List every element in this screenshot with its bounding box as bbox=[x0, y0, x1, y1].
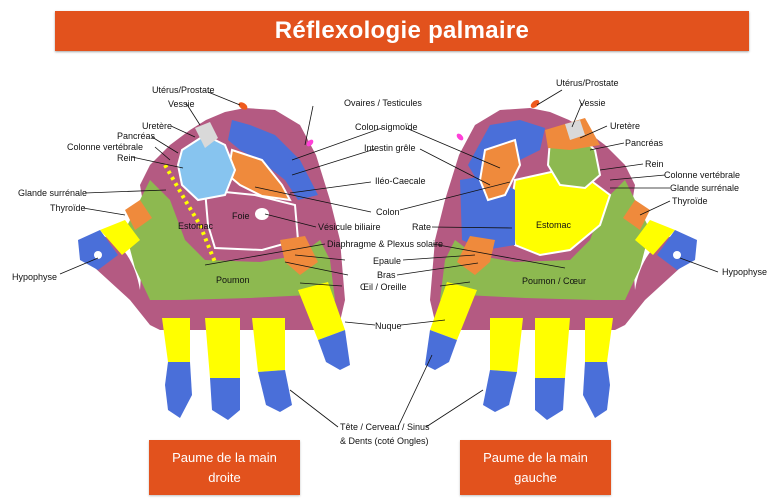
label-sigmoid-colon: Colon sigmoïde bbox=[355, 122, 418, 132]
leader-lines bbox=[59, 89, 719, 428]
label-ureter-right: Uretère bbox=[142, 121, 173, 131]
label-bladder-left: Vessie bbox=[579, 98, 606, 108]
left-thyroid-zone bbox=[623, 200, 650, 230]
right-hand-palm bbox=[78, 102, 350, 420]
label-pituitary-right: Hypophyse bbox=[12, 272, 58, 282]
label-neck: Nuque bbox=[375, 321, 402, 331]
caption-left-line2: gauche bbox=[514, 469, 557, 485]
title-banner: Réflexologie palmaire bbox=[55, 11, 749, 51]
left-ovary-dot bbox=[456, 133, 464, 141]
label-liver: Foie bbox=[232, 211, 250, 221]
label-spleen: Rate bbox=[412, 222, 432, 232]
label-kidney-right: Rein bbox=[117, 153, 136, 163]
label-thyroid-left: Thyroïde bbox=[672, 196, 708, 206]
left-thumb-upper bbox=[635, 220, 675, 255]
label-ileocecal: Iléo-Caecale bbox=[375, 176, 426, 186]
label-ureter-left: Uretère bbox=[610, 121, 641, 131]
label-stomach-right: Estomac bbox=[178, 221, 214, 231]
left-lung-zone bbox=[440, 180, 650, 300]
label-lung-heart-left: Poumon / Cœur bbox=[522, 276, 587, 286]
right-lung-zone bbox=[125, 180, 335, 300]
label-spine-right: Colonne vertébrale bbox=[67, 142, 144, 152]
label-thyroid-right: Thyroïde bbox=[50, 203, 86, 213]
left-hand-palm bbox=[425, 100, 697, 420]
gallbladder-spot bbox=[255, 208, 269, 220]
caption-right-line1: Paume de la main bbox=[172, 449, 277, 465]
label-colon: Colon bbox=[376, 207, 400, 217]
label-gallbladder: Vésicule biliaire bbox=[318, 222, 381, 232]
label-lung-right: Poumon bbox=[216, 275, 250, 285]
label-small-intestine: Intestin grêle bbox=[364, 143, 416, 153]
right-thyroid-zone bbox=[125, 200, 152, 230]
label-shoulder: Epaule bbox=[373, 256, 402, 266]
right-fingers bbox=[162, 282, 350, 420]
label-bladder-right: Vessie bbox=[168, 99, 195, 109]
label-pancreas-left: Pancréas bbox=[625, 138, 664, 148]
left-shoulder-zone bbox=[457, 236, 495, 275]
left-thumb-tip bbox=[657, 230, 697, 270]
label-eye-ear: Œil / Oreille bbox=[360, 282, 407, 292]
right-pituitary-dot bbox=[94, 251, 102, 259]
caption-right-hand: Paume de la main droite bbox=[149, 440, 300, 495]
label-uterus-prostate-right: Utérus/Prostate bbox=[152, 85, 215, 95]
right-thumb-tip bbox=[78, 230, 118, 270]
left-fingers bbox=[425, 282, 613, 420]
page-title: Réflexologie palmaire bbox=[274, 17, 530, 44]
caption-left-hand: Paume de la main gauche bbox=[460, 440, 611, 495]
left-ureter-zone bbox=[565, 120, 585, 140]
right-colon-zone bbox=[228, 120, 318, 200]
caption-right-line2: droite bbox=[208, 469, 241, 485]
caption-left-line1: Paume de la main bbox=[483, 449, 588, 465]
left-uterus-dot bbox=[530, 100, 540, 108]
right-thumb-upper bbox=[100, 220, 140, 255]
label-head-line2: & Dents (coté Ongles) bbox=[340, 436, 429, 446]
label-kidney-left: Rein bbox=[645, 159, 664, 169]
label-pancreas-right: Pancréas bbox=[117, 131, 156, 141]
label-pituitary-left: Hypophyse bbox=[722, 267, 768, 277]
label-arm: Bras bbox=[377, 270, 396, 280]
label-diaphragm: Diaphragme & Plexus solaire bbox=[327, 239, 444, 249]
right-uterus-dot bbox=[238, 102, 248, 110]
label-adrenal-right: Glande surrénale bbox=[18, 188, 88, 198]
label-uterus-prostate-left: Utérus/Prostate bbox=[556, 78, 619, 88]
label-adrenal-left: Glande surrénale bbox=[670, 183, 740, 193]
left-pituitary-dot bbox=[673, 251, 681, 259]
label-spine-left: Colonne vertébrale bbox=[664, 170, 741, 180]
right-ureter-zone bbox=[195, 122, 218, 148]
right-spine-line bbox=[163, 164, 217, 263]
label-stomach-left: Estomac bbox=[536, 220, 572, 230]
right-ovary-dot bbox=[306, 139, 314, 147]
label-head-line1: Tête / Cerveau / Sinus bbox=[340, 422, 430, 432]
label-ovaries-testicles: Ovaires / Testicules bbox=[344, 98, 422, 108]
